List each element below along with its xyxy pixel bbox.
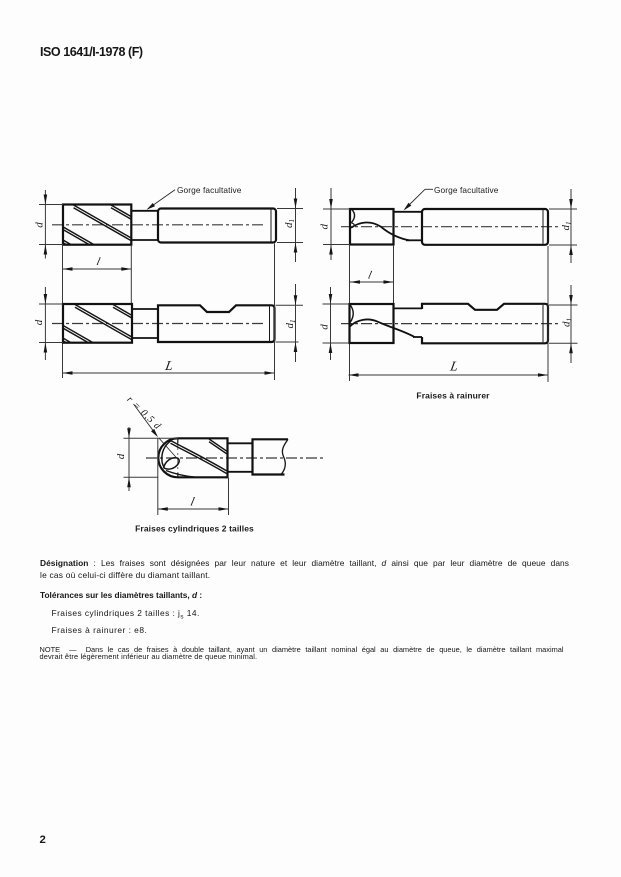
svg-text:d: d	[34, 222, 46, 228]
svg-text:Gorge facultative: Gorge facultative	[434, 185, 499, 195]
svg-text:l: l	[189, 495, 196, 509]
svg-text:Fraises cylindriques 2 tailles: Fraises cylindriques 2 tailles	[135, 524, 254, 534]
svg-text:d: d	[319, 324, 331, 330]
svg-text:l: l	[367, 270, 373, 282]
svg-text:d1: d1	[560, 222, 573, 231]
svg-text:Gorge facultative: Gorge facultative	[177, 185, 242, 195]
svg-text:d: d	[115, 453, 127, 459]
svg-text:r = 0,5 d: r = 0,5 d	[124, 394, 163, 432]
svg-text:L: L	[163, 358, 174, 373]
svg-text:d: d	[319, 223, 331, 229]
svg-text:l: l	[95, 256, 101, 268]
svg-text:d1: d1	[283, 219, 296, 228]
svg-text:L: L	[448, 359, 459, 374]
svg-text:d1: d1	[561, 318, 574, 327]
svg-text:d: d	[33, 319, 45, 325]
svg-text:Fraises à rainurer: Fraises à rainurer	[416, 391, 490, 401]
svg-text:d1: d1	[284, 320, 297, 329]
